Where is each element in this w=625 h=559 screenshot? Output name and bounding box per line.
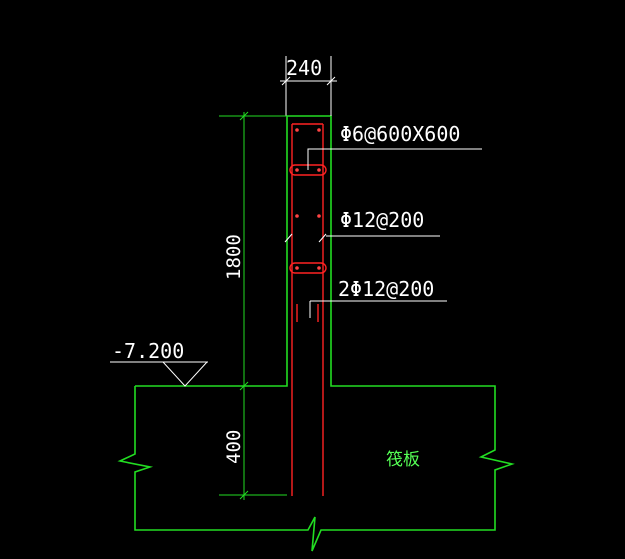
rebar-dot <box>317 214 321 218</box>
height-dimension <box>219 111 287 500</box>
slab-thickness-text: 400 <box>223 430 245 464</box>
width-dimension <box>280 56 337 116</box>
rebar-dots <box>295 128 321 270</box>
rebar-dot <box>295 266 299 270</box>
callout-text-1: Φ6@600X600 <box>340 122 460 146</box>
rebar-dot <box>295 214 299 218</box>
callout-text-2: Φ12@200 <box>340 208 424 232</box>
tie-hook-2 <box>289 262 327 274</box>
callout-leader-2-tick-right <box>318 233 327 243</box>
rebar-group <box>289 123 327 496</box>
rebar-dot <box>317 128 321 132</box>
rebar-dot <box>317 266 321 270</box>
slab-label: 筏板 <box>386 450 420 470</box>
rebar-dot <box>295 168 299 172</box>
wall-height-text: 1800 <box>223 234 245 280</box>
callout-text-3: 2Φ12@200 <box>338 277 434 301</box>
callout-leaders <box>284 148 482 318</box>
callout-leader-1 <box>307 148 482 170</box>
elevation-marker <box>110 361 208 387</box>
rebar-dot <box>317 168 321 172</box>
elevation-text: -7.200 <box>112 339 184 363</box>
structure-outline <box>117 115 515 552</box>
width-dimension-text: 240 <box>286 56 322 80</box>
callout-leader-2-tick-left <box>284 233 293 243</box>
rebar-dot <box>295 128 299 132</box>
wall-slab-outline <box>117 115 515 552</box>
